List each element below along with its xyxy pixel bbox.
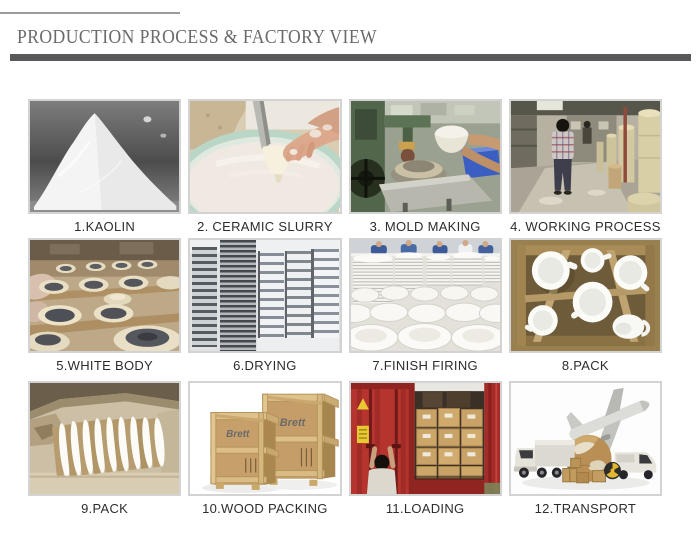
- step-10-wood-packing: Brett: [188, 381, 342, 516]
- step-caption-11: 11.LOADING: [385, 501, 465, 516]
- step-8-pack: 8.PACK: [508, 238, 662, 373]
- drying-photo: [188, 238, 342, 353]
- rack-stack-5: [314, 248, 340, 338]
- step-9-pack: 9.PACK: [28, 381, 182, 516]
- white-body-photo: [28, 238, 182, 353]
- step-caption-12: 12.TRANSPORT: [534, 501, 637, 516]
- step-12-transport: 12.TRANSPORT: [508, 381, 662, 516]
- kaolin-photo: [28, 99, 182, 214]
- transport-photo: [508, 381, 662, 496]
- step-5-white-body: 5.WHITE BODY: [28, 238, 182, 373]
- loading-photo: [348, 381, 502, 496]
- mold-making-photo: [348, 99, 502, 214]
- process-row-1: 1.KAOLIN: [28, 99, 662, 234]
- step-caption-8: 8.PACK: [561, 358, 609, 373]
- header-accent-line: [0, 12, 180, 14]
- transport-montage-image: [510, 383, 660, 494]
- step-2-ceramic-slurry: 2. CERAMIC SLURRY: [188, 99, 342, 234]
- rack-gap: [311, 248, 315, 340]
- factory-aisle-image: [510, 101, 660, 212]
- page-title: PRODUCTION PROCESS & FACTORY VIEW: [17, 26, 378, 48]
- rack-stack-1: [191, 246, 218, 347]
- header-divider: [10, 54, 691, 61]
- step-caption-10: 10.WOOD PACKING: [202, 501, 328, 516]
- step-caption-6: 6.DRYING: [233, 358, 297, 373]
- step-caption-1: 1.KAOLIN: [74, 219, 136, 234]
- wood-packing-photo: Brett: [188, 381, 342, 496]
- fired-ware-image: [350, 240, 500, 351]
- step-caption-9: 9.PACK: [81, 501, 129, 516]
- working-process-photo: [508, 99, 662, 214]
- step-6-drying: 6.DRYING: [188, 238, 342, 373]
- rack-stack-2: [220, 240, 256, 351]
- process-row-3: 9.PACK: [28, 381, 662, 516]
- wooden-crates-image: Brett: [190, 383, 340, 494]
- step-4-working-process: 4. WORKING PROCESS: [508, 99, 662, 234]
- crate-logo-front: Brett: [226, 429, 250, 440]
- step-caption-2: 2. CERAMIC SLURRY: [197, 219, 333, 234]
- cups-in-box-image: [510, 240, 660, 351]
- step-11-loading: 11.LOADING: [348, 381, 502, 516]
- mold-making-image: [350, 101, 500, 212]
- crate-logo-back: Brett: [280, 417, 307, 429]
- pack-plates-photo: [28, 381, 182, 496]
- slurry-vat-image: [190, 101, 340, 212]
- step-caption-3: 3. MOLD MAKING: [369, 219, 481, 234]
- step-7-finish-firing: 7.FINISH FIRING: [348, 238, 502, 373]
- finish-firing-photo: [348, 238, 502, 353]
- step-1-kaolin: 1.KAOLIN: [28, 99, 182, 234]
- step-caption-5: 5.WHITE BODY: [56, 358, 154, 373]
- step-caption-7: 7.FINISH FIRING: [372, 358, 478, 373]
- process-row-2: 5.WHITE BODY 6.DRYING: [28, 238, 662, 373]
- kaolin-powder-pile-image: [30, 101, 180, 212]
- plates-in-carton-image: [30, 383, 180, 494]
- pack-cups-photo: [508, 238, 662, 353]
- container-loading-image: [350, 383, 500, 494]
- ceramic-slurry-photo: [188, 99, 342, 214]
- rack-base: [257, 337, 340, 351]
- rack-gap: [284, 251, 288, 340]
- rack-gap: [257, 251, 261, 340]
- rack-stack-3: [260, 253, 285, 338]
- warning-triangle-sticker: [356, 398, 369, 410]
- rack-stack-4: [287, 251, 312, 338]
- step-caption-4: 4. WORKING PROCESS: [510, 219, 661, 234]
- white-body-image: [30, 240, 180, 351]
- drying-racks-image: [190, 240, 340, 351]
- step-3-mold-making: 3. MOLD MAKING: [348, 99, 502, 234]
